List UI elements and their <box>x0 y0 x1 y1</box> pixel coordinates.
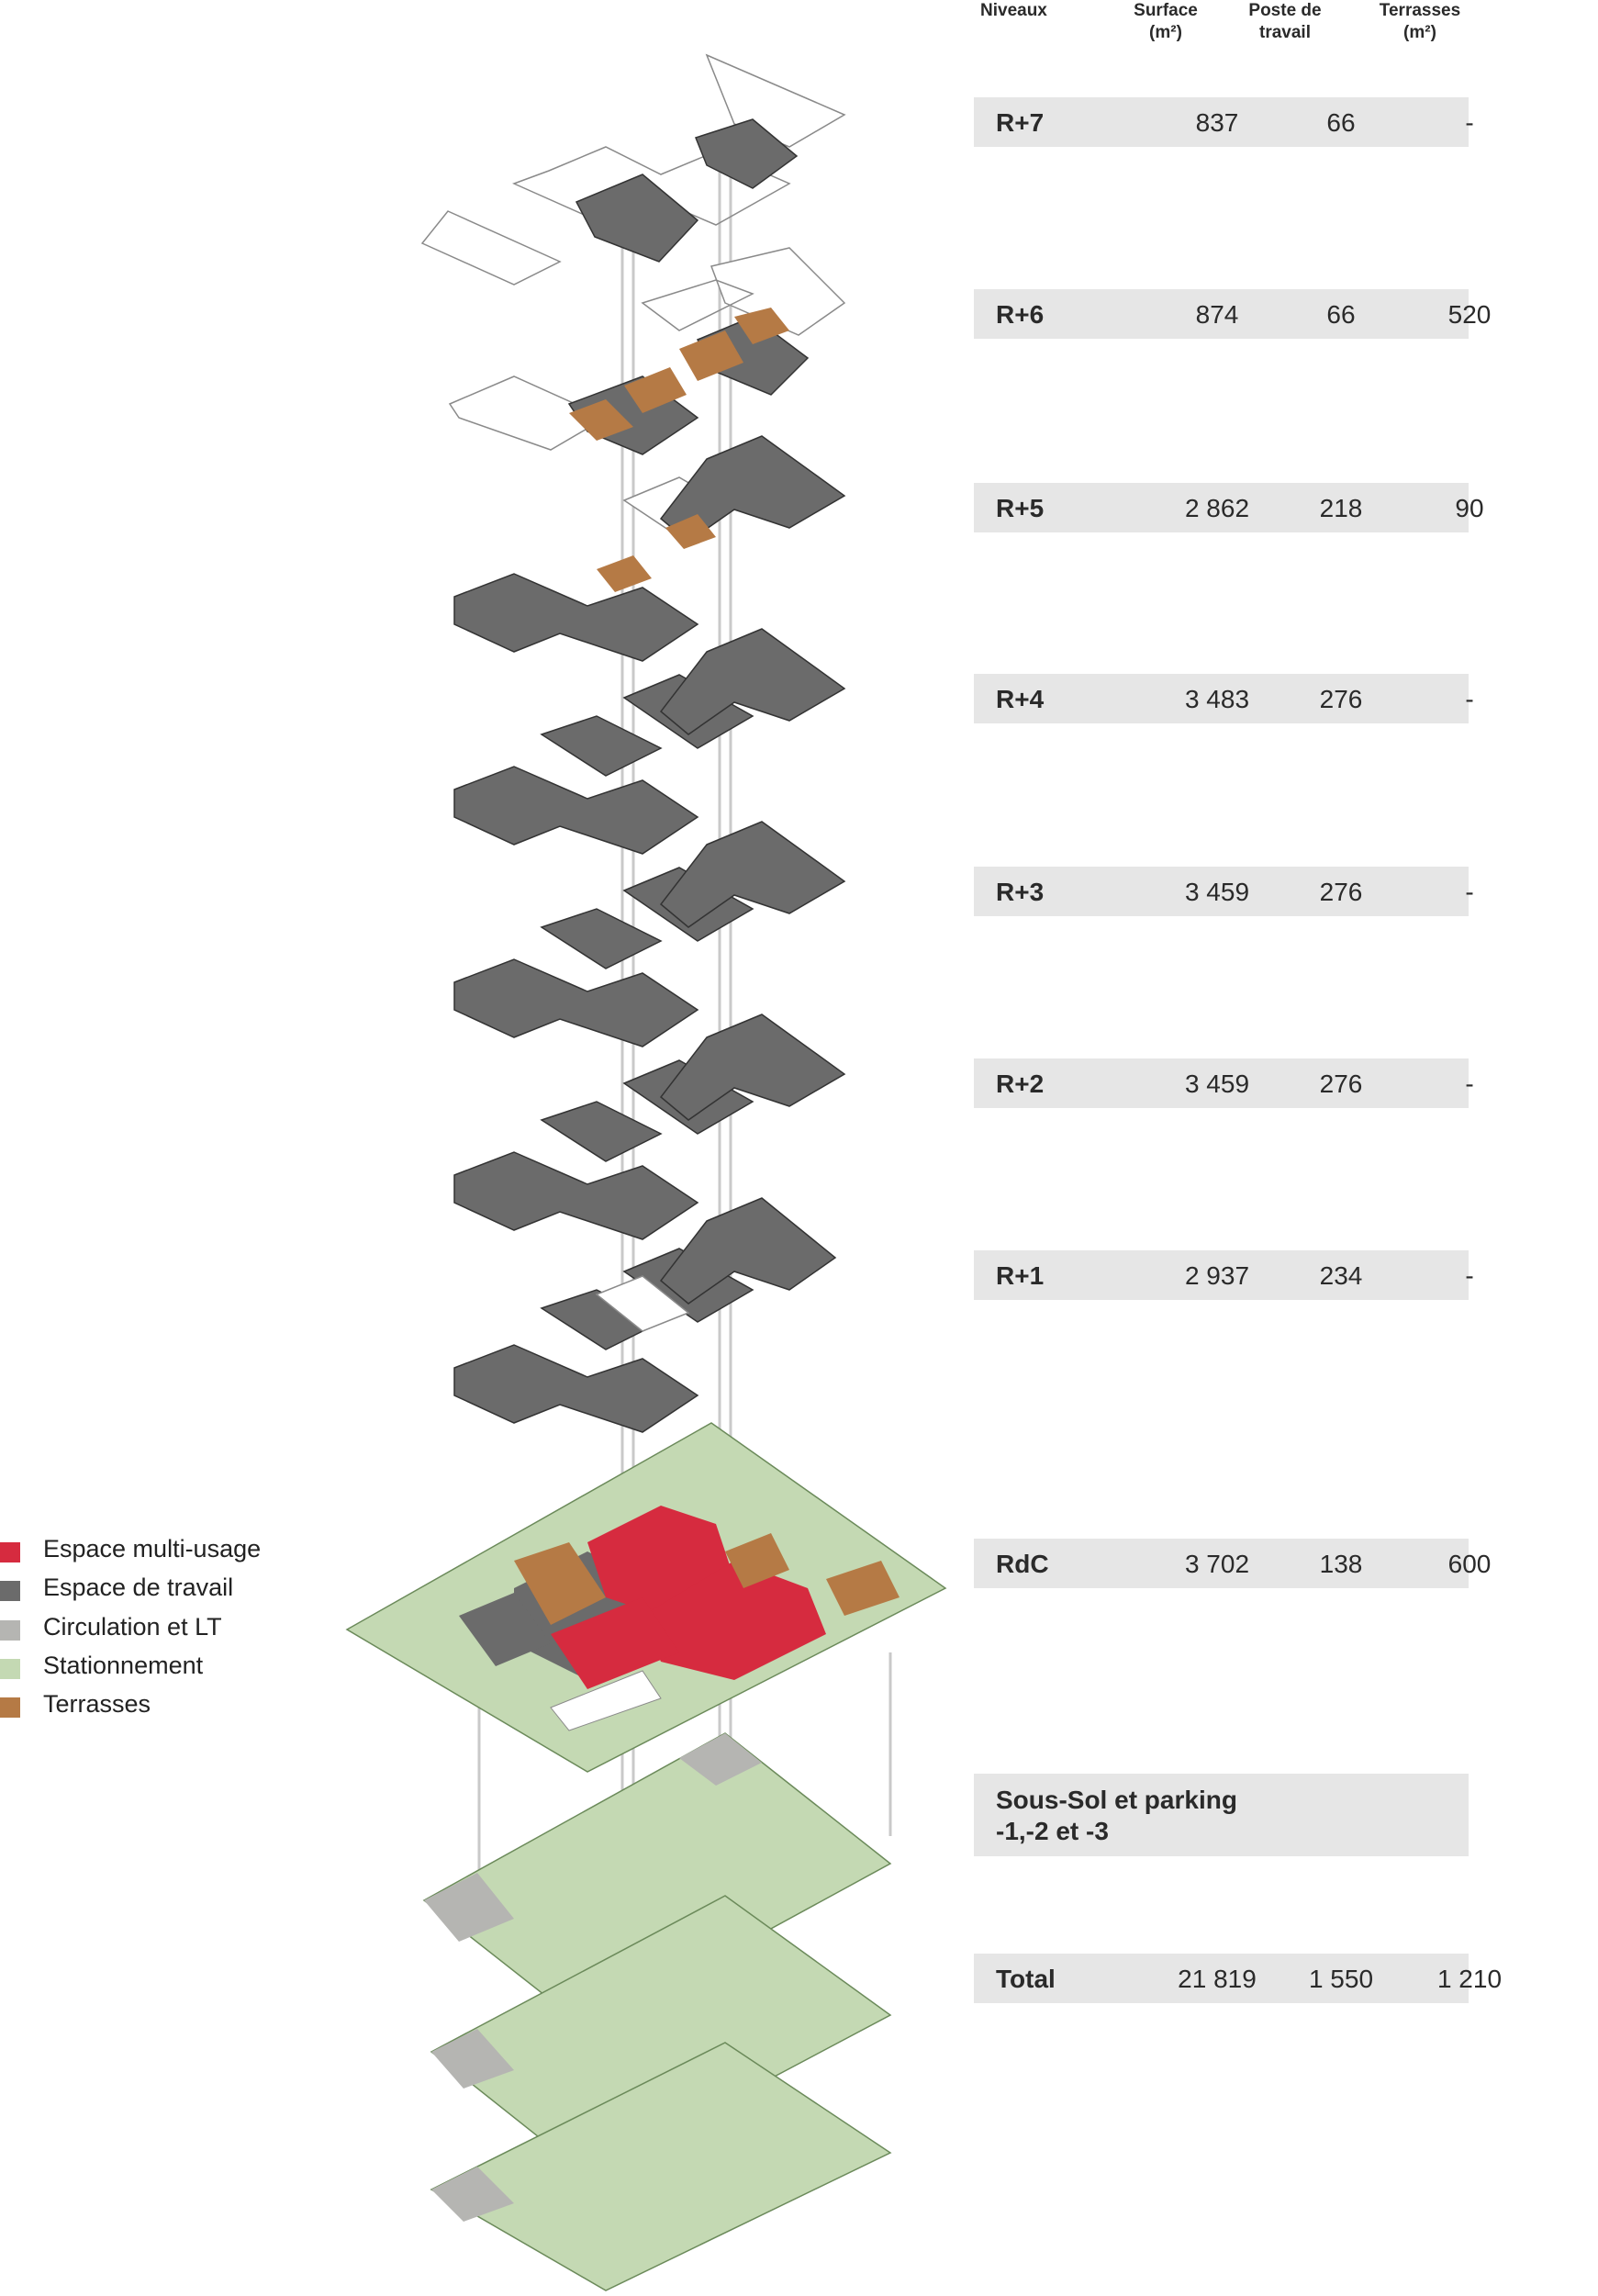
surface-value: 3 459 <box>1184 878 1250 906</box>
surface-value: 3 483 <box>1184 685 1250 713</box>
row-r3: R+3 3 459 276 - <box>974 867 1474 916</box>
exploded-axonometric-diagram <box>345 53 947 2291</box>
row-r7: R+7 837 66 - <box>974 97 1474 147</box>
terrasses-value: - <box>1465 108 1474 137</box>
surface-value: 2 862 <box>1184 494 1250 522</box>
level-label: RdC <box>996 1550 1049 1578</box>
legend-swatch <box>0 1620 20 1641</box>
postes-value: 276 <box>1319 1070 1363 1098</box>
postes-value: 66 <box>1326 300 1356 329</box>
postes-value: 276 <box>1319 685 1363 713</box>
level-label: R+5 <box>996 494 1045 522</box>
terrasses-value: 90 <box>1455 494 1484 522</box>
floor-r5 <box>453 435 846 662</box>
surface-value: 837 <box>1195 108 1239 137</box>
legend-swatch <box>0 1697 20 1718</box>
legend-swatch <box>0 1581 20 1601</box>
floor-r6 <box>448 247 846 455</box>
floor-rdc <box>345 1422 947 1773</box>
legend-swatch <box>0 1659 20 1679</box>
postes-value: 138 <box>1319 1550 1363 1578</box>
floor-r4 <box>453 628 846 855</box>
level-label: R+7 <box>996 108 1045 137</box>
legend-label: Circulation et LT <box>43 1613 222 1641</box>
surface-value: 2 937 <box>1184 1261 1250 1290</box>
level-label: R+3 <box>996 878 1045 906</box>
level-label: Total <box>996 1965 1056 1993</box>
surface-value: 874 <box>1195 300 1239 329</box>
parking-level-1 <box>422 1732 892 2030</box>
level-label: R+1 <box>996 1261 1045 1290</box>
floor-r7 <box>420 53 846 286</box>
postes-value: 66 <box>1326 108 1356 137</box>
postes-value: 276 <box>1319 878 1363 906</box>
row-rdc: RdC 3 702 138 600 <box>974 1539 1491 1588</box>
row-r4: R+4 3 483 276 - <box>974 674 1474 723</box>
terrasses-value: - <box>1465 685 1474 713</box>
postes-value: 234 <box>1319 1261 1363 1290</box>
level-label: R+2 <box>996 1070 1045 1098</box>
level-label: R+6 <box>996 300 1045 329</box>
terrasses-value: 600 <box>1447 1550 1492 1578</box>
legend-swatch <box>0 1542 20 1562</box>
row-r6: R+6 874 66 520 <box>974 289 1491 339</box>
surface-value: 3 702 <box>1184 1550 1250 1578</box>
surface-value: 21 819 <box>1178 1965 1257 1993</box>
row-total: Total 21 819 1 550 1 210 <box>974 1954 1502 2003</box>
header-surface: Surface(m²) <box>1134 1 1198 42</box>
terrasses-value: 520 <box>1447 300 1492 329</box>
row-r1: R+1 2 937 234 - <box>974 1250 1474 1300</box>
surface-value: 3 459 <box>1184 1070 1250 1098</box>
header-terrasses: Terrasses(m²) <box>1379 1 1461 42</box>
legend-label: Stationnement <box>43 1652 204 1679</box>
legend-label: Terrasses <box>43 1690 151 1718</box>
parking-level-2 <box>430 1895 892 2177</box>
legend-label: Espace de travail <box>43 1574 234 1601</box>
terrasses-value: - <box>1465 878 1474 906</box>
level-label: R+4 <box>996 685 1045 713</box>
legend-label: Espace multi-usage <box>43 1535 262 1562</box>
postes-value: 1 550 <box>1308 1965 1374 1993</box>
header-niveaux: Niveaux <box>980 1 1047 20</box>
row-sous-sol: Sous-Sol et parking -1,-2 et -3 <box>974 1774 1469 1856</box>
floor-r2 <box>453 1014 846 1240</box>
row-r5: R+5 2 862 218 90 <box>974 483 1484 532</box>
terrasses-value: - <box>1465 1261 1474 1290</box>
floor-r3 <box>453 821 846 1047</box>
parking-level-3 <box>430 2042 892 2291</box>
row-r2: R+2 3 459 276 - <box>974 1058 1474 1108</box>
terrasses-value: 1 210 <box>1436 1965 1503 1993</box>
floor-r1 <box>453 1197 837 1433</box>
terrasses-value: - <box>1465 1070 1474 1098</box>
postes-value: 218 <box>1319 494 1363 522</box>
level-label: Sous-Sol et parking -1,-2 et -3 <box>996 1786 1237 1845</box>
